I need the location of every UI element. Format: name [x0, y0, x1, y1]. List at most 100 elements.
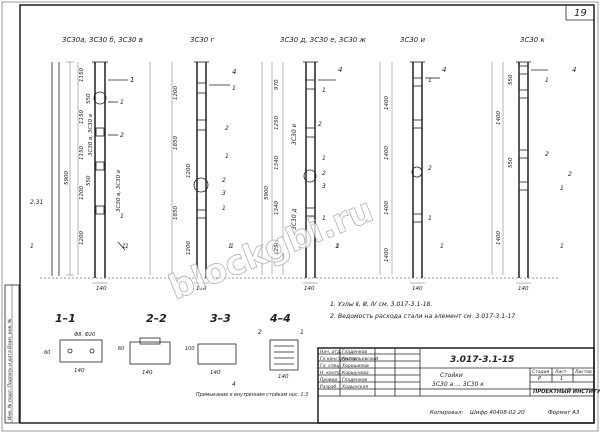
- drawing-label: 2: [258, 329, 262, 336]
- drawing-label: 1: [440, 243, 444, 250]
- drawing-label: 1200: [186, 241, 192, 255]
- element-range: 3С30 а ... 3С30 к: [432, 381, 484, 388]
- elevation-3: 3С30 д, 3С30 е, 3С30 ж 970 1250 1340 134…: [228, 36, 366, 292]
- elevation-title: 3С30а, 3С30 б, 3С30 в: [62, 36, 143, 44]
- drawing-label: 1200: [173, 86, 179, 100]
- drawing-label: 3С30 д: [291, 208, 298, 230]
- drawing-label: 2: [225, 125, 229, 132]
- drawing-label: 1: [322, 87, 326, 94]
- drawing-label: 2: [545, 151, 549, 158]
- drawing-label: Шифр 40408-02 20: [470, 410, 525, 416]
- drawing-label: Коршунова: [342, 370, 369, 376]
- drawing-label: Анатольевский: [341, 356, 378, 362]
- drawing-label: 1: [232, 85, 236, 92]
- watermark: blockgbi.ru: [163, 190, 379, 308]
- drawing-label: 1: [120, 99, 124, 106]
- drawing-label: 140: [210, 370, 221, 376]
- elevation-title: 3С30 к: [520, 36, 545, 44]
- drawing-label: 140: [304, 286, 315, 292]
- drawing-label: 140: [518, 286, 529, 292]
- drawing-label: Гл.конструктор: [320, 356, 357, 362]
- drawing-label: 3: [222, 190, 226, 197]
- drawing-label: 2: [120, 132, 124, 139]
- drawing-label: 1340: [274, 156, 280, 170]
- drawing-label: 1: [335, 243, 339, 250]
- drawing-label: 3С30 е: [291, 123, 298, 145]
- drawing-label: 1: [30, 243, 34, 250]
- drawing-label: 140: [196, 286, 207, 292]
- drawing-label: 1: [560, 185, 564, 192]
- drawing-label: 140: [74, 368, 85, 374]
- drawing-label: 2–2: [146, 312, 167, 325]
- drawing-label: 140: [142, 370, 153, 376]
- elevation-title: 3С30 д, 3С30 е, 3С30 ж: [280, 36, 366, 44]
- drawing-label: 1: [230, 243, 234, 250]
- drawing-label: 1400: [384, 201, 390, 215]
- side-stamp-text: Инв. № подл. Подпись и дата Взам. инв. №: [7, 318, 13, 420]
- inner-frame: [19, 4, 595, 424]
- section-2-2: 2–2 140 60: [118, 312, 171, 376]
- drawing-label: 140: [278, 374, 289, 380]
- drawing-label: 1400: [384, 96, 390, 110]
- drawing-label: 5900: [264, 186, 270, 200]
- drawing-label: Провер.: [320, 377, 339, 383]
- elevation-2: 3С30 г 1200 1850 1850 1200 1200 4 1 2 1 …: [122, 36, 236, 292]
- drawing-label: 1150: [79, 146, 85, 160]
- drawing-label: Разраб.: [320, 384, 338, 390]
- drawing-label: 4: [442, 66, 446, 74]
- drawing-label: 550: [508, 74, 514, 85]
- drawing-label: 1: [222, 205, 226, 212]
- drawing-label: 2: [318, 121, 322, 128]
- drawing-label: 1: [125, 243, 129, 250]
- drawing-label: 60: [44, 350, 50, 356]
- drawing-label: 1: [120, 213, 124, 220]
- drawing-label: 1: [428, 215, 432, 222]
- elevation-4: 3С30 и 1400 1400 1400 1400 4 1 2 1 1 1 1…: [335, 36, 446, 292]
- drawing-label: 550: [86, 93, 92, 104]
- drawing-label: 1: [545, 77, 549, 84]
- drawing-label: Гл. спец.: [320, 363, 341, 369]
- dim-231: 2.31: [30, 199, 43, 206]
- section-3-3: 3–3 140 100: [185, 312, 237, 376]
- drawing-label: 140: [96, 286, 107, 292]
- organization: ПРОЕКТНЫЙ ИНСТИТУТ №2: [533, 387, 600, 395]
- drawing-label: 3С30 в, 3С30 е: [116, 169, 122, 212]
- drawing-label: 2: [568, 171, 572, 178]
- elevation-5: 3С30 к 1400 1400 550 550 4 1 2 2 1 1 140: [491, 36, 576, 292]
- document-code: 3.017-3.1-15: [450, 355, 514, 365]
- drawing-label: Лист: [554, 369, 567, 375]
- elevation-title: 3С30 и: [400, 36, 425, 44]
- drawing-label: 3С30 в, 3С30 е: [88, 113, 94, 156]
- drawing-label: 2: [322, 170, 326, 177]
- drawing-label: 1: [122, 243, 126, 250]
- drawing-label: 1: [560, 376, 563, 382]
- drawing-label: Стадия: [532, 369, 550, 375]
- note-1: 1. Узлы Ⅱ, Ⅲ, Ⅳ см. 3.017-3.1-18.: [330, 301, 432, 308]
- drawing-label: 1200: [79, 186, 85, 200]
- title-block: Нач. отд. Гл.конструктор Гл. спец. Н. ко…: [317, 347, 600, 424]
- drawing-label: Гладенков: [342, 349, 367, 355]
- drawing-label: 1400: [496, 231, 502, 245]
- drawing-label: Гладенков: [342, 377, 367, 383]
- drawing-label: 4: [572, 66, 576, 74]
- drawing-label: 1: [560, 243, 564, 250]
- section-4-4: 4–4 2 1 140: [258, 312, 304, 380]
- drawing-label: 1: [130, 76, 134, 84]
- drawing-label: 5900: [64, 171, 70, 185]
- drawing-label: 1400: [384, 146, 390, 160]
- drawing-label: 4: [338, 66, 342, 74]
- section-mark: 4: [232, 381, 236, 388]
- drawing-label: Р: [538, 376, 541, 382]
- drawing-label: Нач. отд.: [320, 349, 342, 355]
- drawing-label: 2: [428, 165, 432, 172]
- drawing-label: 1: [428, 77, 432, 84]
- drawing-label: Листов: [574, 369, 592, 375]
- drawing-label: Н. контр.: [320, 370, 342, 376]
- drawing-label: 1250: [274, 241, 280, 255]
- drawing-label: 1200: [79, 231, 85, 245]
- drawing-label: 1–1: [55, 312, 76, 325]
- elevation-title: 3С30 г: [190, 36, 214, 44]
- drawing-label: 1: [322, 215, 326, 222]
